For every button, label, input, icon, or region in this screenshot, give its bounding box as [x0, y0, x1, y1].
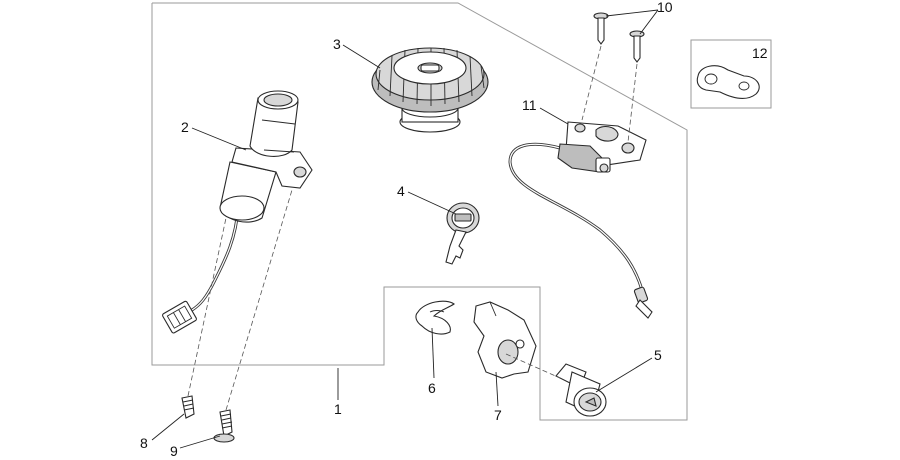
callout-4: 4 — [397, 183, 405, 199]
callout-5: 5 — [654, 347, 662, 363]
callout-7: 7 — [494, 407, 502, 423]
callout-3: 3 — [333, 36, 341, 52]
mounting-plate-part-7 — [473, 301, 537, 379]
bolt-part-9 — [213, 409, 235, 443]
callout-1: 1 — [334, 401, 342, 417]
assembly-line-lock — [505, 353, 561, 379]
key-part-4 — [445, 202, 480, 265]
screws-part-10 — [593, 12, 645, 63]
bolt-part-8 — [181, 395, 195, 419]
fuel-cap-part-3 — [371, 47, 489, 133]
part-12-frame — [690, 39, 772, 109]
callout-10: 10 — [657, 0, 673, 15]
assembly-line-bolt-9 — [225, 189, 293, 411]
main-assembly-frame — [151, 2, 688, 421]
gasket-part-12 — [696, 65, 760, 100]
assembly-line-bolt-8 — [187, 217, 227, 397]
callout-9: 9 — [170, 443, 178, 459]
callout-8: 8 — [140, 435, 148, 451]
assembly-line-screw-a — [581, 45, 602, 121]
spring-clip-part-6 — [415, 300, 455, 335]
callout-2: 2 — [181, 119, 189, 135]
lock-cylinder-part-5 — [555, 363, 607, 417]
callout-12: 12 — [752, 45, 768, 61]
latch-bracket-part-11 — [508, 121, 653, 319]
callout-6: 6 — [428, 380, 436, 396]
leader-lines — [151, 9, 659, 449]
assembly-line-screw-b — [627, 63, 638, 143]
callout-11: 11 — [522, 97, 537, 113]
ignition-switch-part-2 — [162, 90, 313, 334]
